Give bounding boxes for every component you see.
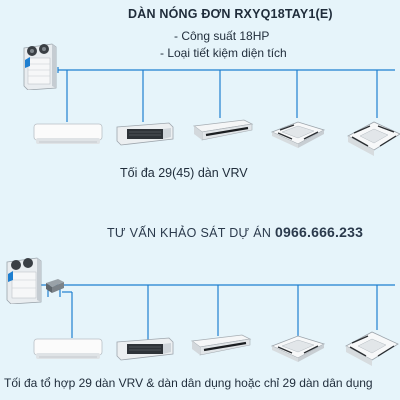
spec-capacity: - Công suất 18HP [174, 29, 270, 43]
wall-mounted-indoor-unit-icon [33, 338, 103, 359]
vrv-outdoor-unit-icon [6, 257, 42, 304]
spec-space-saving: - Loại tiết kiệm diện tích [160, 46, 287, 60]
vrv-outdoor-unit-icon [23, 43, 57, 90]
consultation-label: TƯ VẤN KHẢO SÁT DỰ ÁN [107, 226, 272, 240]
top-system-caption: Tối đa 29(45) dàn VRV [120, 166, 248, 180]
cassette-unit-icon [347, 121, 400, 156]
ducted-indoor-unit-icon [116, 337, 174, 361]
cassette-unit-icon [270, 121, 326, 148]
ceiling-suspended-unit-icon [192, 119, 254, 141]
ceiling-suspended-unit-icon [190, 334, 252, 356]
bp-branch-box-icon [46, 279, 64, 293]
hotline-number[interactable]: 0966.666.233 [275, 224, 364, 240]
wall-mounted-indoor-unit-icon [33, 123, 103, 144]
diagram-title: DÀN NÓNG ĐƠN RXYQ18TAY1(E) [128, 7, 333, 21]
cassette-unit-icon [270, 335, 326, 362]
consultation-line: TƯ VẤN KHẢO SÁT DỰ ÁN 0966.666.233 [107, 224, 363, 240]
ducted-indoor-unit-icon [116, 122, 174, 146]
cassette-unit-icon [345, 331, 399, 366]
bottom-system-caption: Tối đa tổ hợp 29 dàn VRV & dàn dân dụng … [4, 376, 373, 390]
